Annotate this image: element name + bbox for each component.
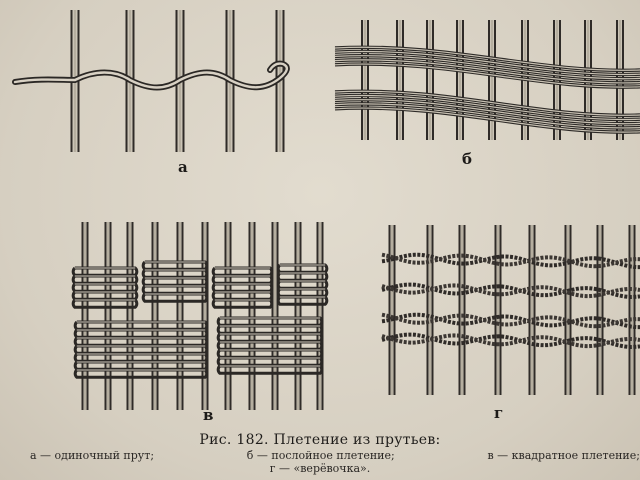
figure-c-weaving-bands bbox=[71, 260, 329, 379]
legend-item-a: а — одиночный прут; bbox=[30, 449, 155, 462]
stake bbox=[294, 222, 302, 410]
weaving-loop bbox=[73, 360, 209, 371]
stake bbox=[316, 222, 324, 410]
stake bbox=[81, 222, 89, 410]
stake bbox=[458, 225, 466, 395]
rope-strand bbox=[381, 252, 640, 269]
stake bbox=[426, 20, 434, 140]
stake bbox=[388, 225, 396, 395]
figure-c-label: в bbox=[203, 406, 214, 424]
weaving-loop bbox=[216, 348, 324, 359]
legend-item-c: в — квадратное плетение; bbox=[487, 449, 640, 462]
figure-a-single-rod bbox=[12, 10, 290, 152]
weaving-loop bbox=[216, 316, 324, 327]
stake bbox=[528, 225, 536, 395]
weaving-loop bbox=[141, 292, 209, 303]
figure-d-label: г bbox=[494, 404, 504, 422]
weaving-loop bbox=[211, 298, 274, 309]
stake bbox=[628, 225, 636, 395]
weaving-illustrations bbox=[12, 10, 640, 410]
stake bbox=[456, 20, 464, 140]
figure-d-ropes bbox=[381, 252, 640, 350]
rope-strand bbox=[381, 312, 640, 329]
stake bbox=[151, 222, 159, 410]
figure-a-label: а bbox=[178, 158, 188, 176]
rope-strand bbox=[381, 332, 640, 350]
stake bbox=[176, 222, 184, 410]
stake bbox=[361, 20, 369, 140]
figure-legend-line-1: а — одиночный прут; б — послойное плетен… bbox=[30, 449, 640, 463]
weaving-loop bbox=[73, 344, 209, 355]
figure-b-weaving-bands bbox=[334, 45, 640, 134]
stake bbox=[564, 225, 572, 395]
weaving-loop bbox=[211, 282, 274, 293]
stake bbox=[488, 20, 496, 140]
stake bbox=[126, 222, 134, 410]
weaving-loop bbox=[71, 298, 139, 309]
weaving-loop bbox=[216, 356, 324, 367]
stake bbox=[396, 20, 404, 140]
legend-item-d: г — «верёвочка». bbox=[269, 462, 371, 475]
rope-strand bbox=[381, 312, 640, 330]
weaving-loop bbox=[73, 320, 209, 331]
stake bbox=[224, 222, 232, 410]
weaving-loop bbox=[73, 368, 209, 379]
figure-b-label: б bbox=[462, 150, 473, 168]
figure-b-layered-weaving bbox=[334, 20, 640, 140]
stake bbox=[104, 222, 112, 410]
weaving-loop bbox=[276, 295, 329, 306]
figure-a-weaving-rod bbox=[12, 60, 290, 91]
stake bbox=[426, 225, 434, 395]
weaving-loop bbox=[73, 336, 209, 347]
weaving-loop bbox=[211, 274, 274, 285]
stake bbox=[494, 225, 502, 395]
rope-strand bbox=[381, 333, 640, 349]
weaving-loop bbox=[216, 364, 324, 375]
figure-d-stakes bbox=[388, 225, 636, 395]
weaving-loop bbox=[216, 340, 324, 351]
weaving-loop bbox=[73, 328, 209, 339]
stake bbox=[584, 20, 592, 140]
rope-strand bbox=[381, 283, 640, 299]
weaving-loop bbox=[216, 324, 324, 335]
weaving-loop bbox=[211, 266, 274, 277]
stake bbox=[248, 222, 256, 410]
figure-d-rope-weaving bbox=[381, 225, 640, 395]
rope-strand bbox=[381, 282, 640, 300]
figure-c-square-weaving bbox=[71, 222, 329, 410]
stake bbox=[201, 222, 209, 410]
stake bbox=[271, 222, 279, 410]
weaving-loop bbox=[211, 290, 274, 301]
figure-c-stakes bbox=[81, 222, 324, 410]
figure-caption-title: Рис. 182. Плетение из прутьев: bbox=[199, 432, 441, 448]
legend-item-b: б — послойное плетение; bbox=[246, 449, 395, 462]
rope-strand bbox=[381, 252, 640, 270]
weaving-loop bbox=[73, 352, 209, 363]
stake bbox=[596, 225, 604, 395]
weaving-loop bbox=[216, 332, 324, 343]
